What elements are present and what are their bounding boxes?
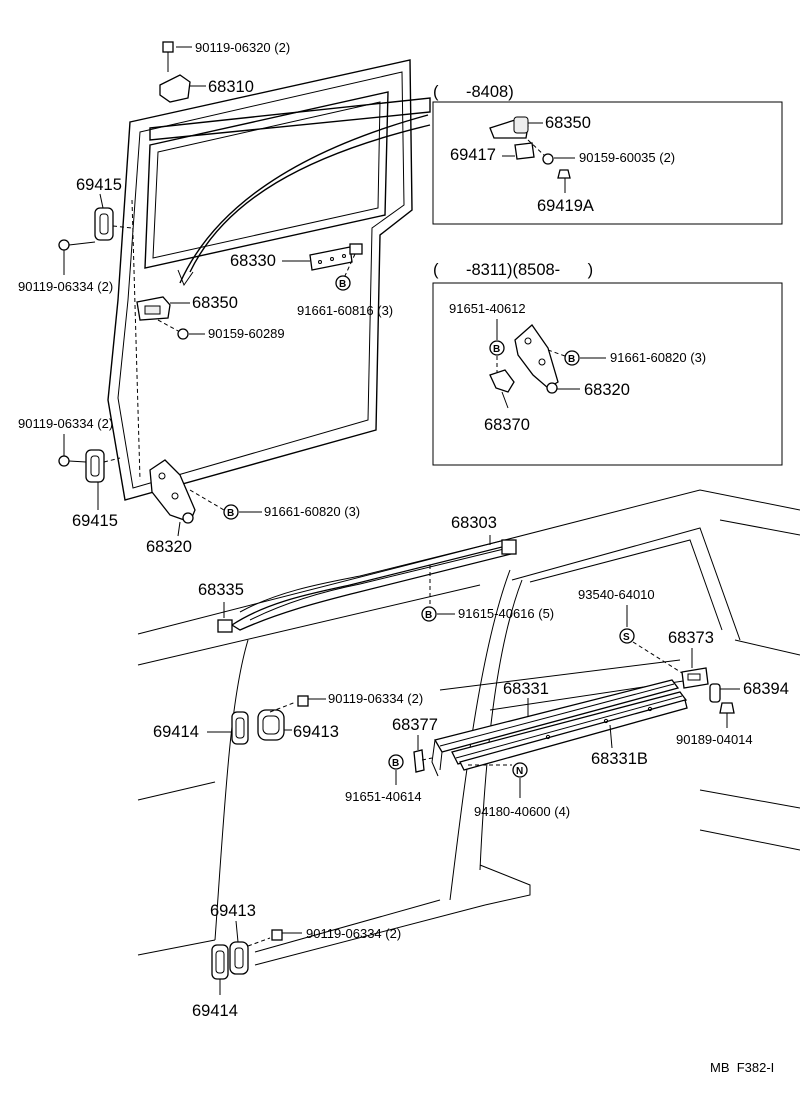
nut-68303-marker-letter: B (425, 610, 432, 621)
nut-68330-label: 91661-60816 (3) (297, 303, 393, 318)
box2-nut-top-marker-letter: B (493, 344, 500, 355)
inset-box-8311-8508 (432, 282, 783, 466)
part-68303-upper-rail (230, 535, 517, 631)
part-68377-stopper (413, 749, 433, 773)
part-69413-top-label: 69413 (293, 723, 339, 741)
bolt-top-label: 90119-06320 (2) (195, 40, 290, 55)
part-69414-bot-label: 69414 (192, 1002, 238, 1020)
leader-68331b (609, 724, 613, 749)
leader-69413-bot (235, 920, 239, 943)
bolt-69415-top-label: 90119-06334 (2) (18, 279, 113, 294)
nut-94180-marker-letter: N (516, 766, 523, 777)
part-68330-label: 68330 (230, 252, 276, 270)
box2-part-68370-label: 68370 (484, 416, 530, 434)
box1-part-69419a (557, 169, 571, 193)
box1-part-69417-label: 69417 (450, 146, 496, 164)
part-68377-label: 68377 (392, 716, 438, 734)
box1-part-68350 (489, 116, 543, 139)
part-69415-bot-plate (85, 449, 121, 510)
figure-ref-code: MB F382-I (710, 1060, 774, 1075)
dash-clip-93540 (632, 641, 691, 679)
nut-68320-main-marker: B (223, 504, 239, 520)
clip-90189-label: 90189-04014 (676, 732, 753, 747)
part-68320-main-hinge (149, 459, 196, 537)
box2-part-68320-label: 68320 (584, 381, 630, 399)
box1-part-69417 (502, 142, 535, 160)
part-69413-top-plate (257, 709, 292, 741)
nut-68303-label: 91615-40616 (5) (458, 606, 554, 621)
part-69414-top-label: 69414 (153, 723, 199, 741)
sliding-door-outline (107, 59, 413, 501)
nut-68377-label: 91651-40614 (345, 789, 422, 804)
bolt-69413-top (269, 695, 326, 713)
nut-68320-main-marker-letter: B (227, 508, 234, 519)
box1-part-68350-label: 68350 (545, 114, 591, 132)
part-68310-bracket (159, 74, 206, 103)
leader-69415-top (99, 193, 104, 209)
inset-box-8311-8508-header: ( -8311)(8508- ) (433, 261, 593, 279)
nut-68377-marker: B (388, 754, 404, 770)
part-69413-bot-plate (229, 941, 249, 975)
box2-part-68320-hinge (514, 324, 580, 394)
nut-68377-marker-letter: B (392, 758, 399, 769)
part-69415-bot-label: 69415 (72, 512, 118, 530)
clip-93540-marker-letter: S (623, 632, 630, 643)
box2-nut-right-label: 91661-60820 (3) (610, 350, 706, 365)
box2-nut-top-marker: B (489, 340, 505, 356)
inset-box-8408 (432, 101, 783, 225)
part-68394-cap (709, 683, 740, 703)
box2-part-68370 (489, 369, 515, 409)
box1-screw (527, 139, 575, 165)
clip-93540-label: 93540-64010 (578, 587, 655, 602)
part-68320-main-label: 68320 (146, 538, 192, 556)
door-frame-molding (149, 97, 431, 287)
part-68373-end-piece (681, 667, 709, 689)
screw-68350-main (157, 319, 205, 340)
nut-68320-main-label: 91661-60820 (3) (264, 504, 360, 519)
part-68310-label: 68310 (208, 78, 254, 96)
bolt-top (162, 41, 192, 72)
clip-93540-marker: S (619, 628, 635, 644)
bolt-69415-top (58, 239, 96, 275)
part-68394-label: 68394 (743, 680, 789, 698)
clip-90189 (719, 702, 735, 728)
nut-68303-marker: B (421, 606, 437, 622)
leader-68320-nut (189, 489, 225, 511)
bolt-69415-bot-label: 90119-06334 (2) (18, 416, 113, 431)
nut-68330-marker: B (335, 275, 351, 291)
box2-nut-right-marker: B (564, 350, 580, 366)
part-69414-top-plate (231, 711, 249, 745)
part-68331-label: 68331 (503, 680, 549, 698)
bolt-69415-bot (58, 434, 87, 467)
part-68335-label: 68335 (198, 581, 244, 599)
box1-screw-label: 90159-60035 (2) (579, 150, 675, 165)
part-69414-bot-plate (211, 944, 229, 995)
part-68350-main-label: 68350 (192, 294, 238, 312)
part-68331b-label: 68331B (591, 750, 648, 768)
nut-94180-label: 94180-40600 (4) (474, 804, 570, 819)
box1-part-69419a-label: 69419A (537, 197, 594, 215)
part-68330-hinge (309, 243, 363, 279)
part-68373-label: 68373 (668, 629, 714, 647)
nut-94180-marker: N (512, 762, 528, 778)
bolt-69413-bot (247, 929, 302, 947)
bolt-69413-bot-label: 90119-06334 (2) (306, 926, 401, 941)
bolt-69413-top-label: 90119-06334 (2) (328, 691, 423, 706)
part-69413-bot-label: 69413 (210, 902, 256, 920)
screw-68350-main-label: 90159-60289 (208, 326, 285, 341)
part-68335-end-cap (217, 602, 233, 633)
part-68350-main (136, 296, 190, 321)
nut-68330-marker-letter: B (339, 279, 346, 290)
inset-box-8408-header: ( -8408) (433, 83, 514, 101)
part-68303-label: 68303 (451, 514, 497, 532)
part-68331-lower-rail (431, 679, 688, 777)
box2-nut-right-marker-letter: B (568, 354, 575, 365)
box2-nut-top-label: 91651-40612 (449, 301, 526, 316)
part-69415-top-plate (94, 207, 133, 241)
part-69415-top-label: 69415 (76, 176, 122, 194)
